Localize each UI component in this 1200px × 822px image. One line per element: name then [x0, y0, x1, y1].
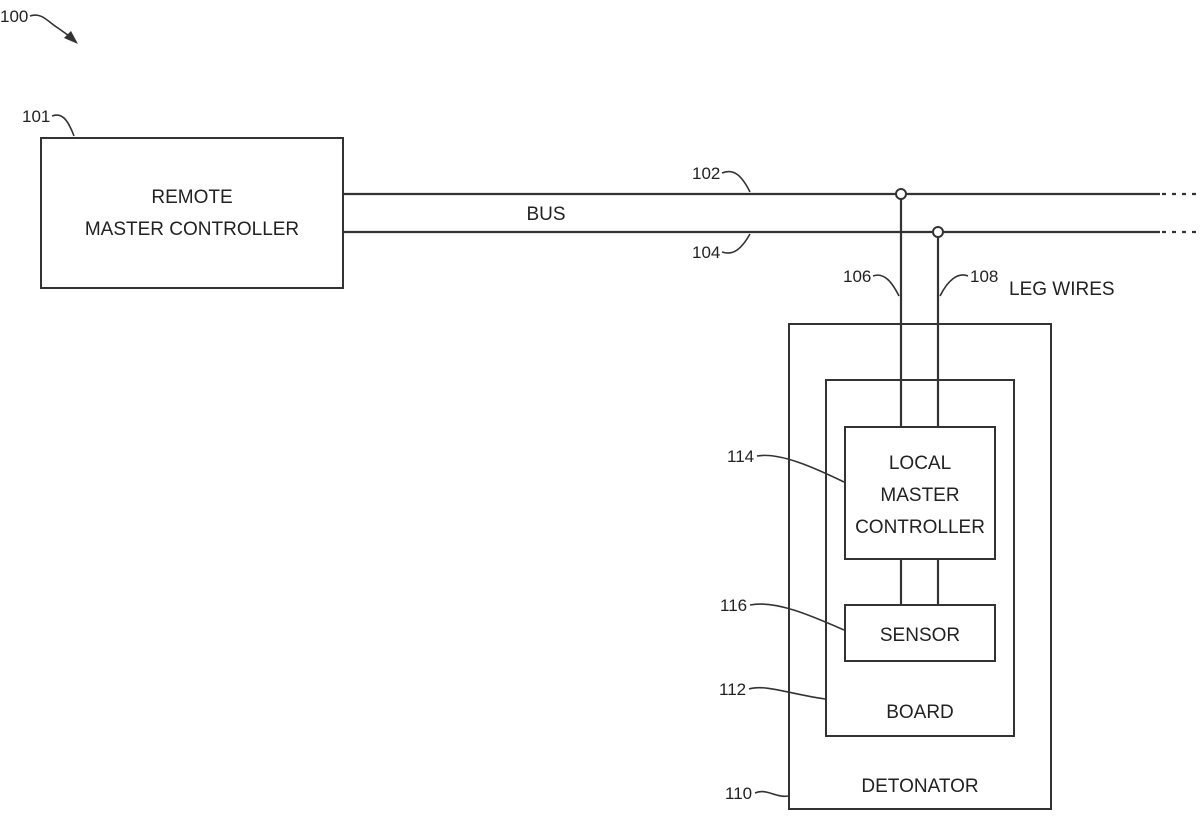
- sensor-ref-leader: [749, 603, 845, 631]
- leg-wire-a-ref-leader: [872, 274, 900, 297]
- bus-label: BUS: [526, 204, 565, 225]
- junction-node-lower: [932, 226, 944, 238]
- bus-line-upper-ref: 102: [692, 164, 720, 183]
- remote-controller-box: [40, 137, 344, 289]
- leg-wire-b-ref: 108: [970, 267, 998, 286]
- leg-wire-b-ref-leader: [939, 274, 969, 297]
- detonator-ref-leader: [754, 790, 789, 798]
- board-ref: 112: [719, 680, 746, 699]
- board-box: [825, 379, 1015, 737]
- sensor-group: SENSOR 116: [720, 596, 996, 662]
- local-controller-label-line3: CONTROLLER: [855, 517, 985, 538]
- figure-ref-arrow-line: [29, 14, 73, 39]
- local-controller-ref: 114: [727, 447, 754, 466]
- detonator-box: [788, 323, 1052, 810]
- board-label: BOARD: [886, 702, 954, 723]
- local-controller-label-line2: MASTER: [880, 485, 959, 506]
- bus-line-upper-ref-leader: [721, 170, 751, 193]
- board-group: BOARD 112: [719, 379, 1015, 737]
- leg-wire-a-ref: 106: [843, 267, 871, 286]
- bus-group: BUS 102 104: [343, 164, 1200, 262]
- detonator-group: DETONATOR 110: [725, 323, 1052, 810]
- local-controller-label-line1: LOCAL: [889, 453, 951, 474]
- detonator-label: DETONATOR: [861, 776, 978, 797]
- bus-line-lower-ref-leader: [721, 233, 751, 254]
- sensor-box: [844, 604, 996, 662]
- remote-controller-group: 101 REMOTE MASTER CONTROLLER: [22, 107, 344, 289]
- local-controller-ref-leader: [756, 454, 845, 483]
- remote-controller-label-line1: REMOTE: [151, 187, 232, 208]
- sensor-label: SENSOR: [880, 625, 960, 646]
- local-controller-group: LOCAL MASTER CONTROLLER 114: [727, 426, 996, 560]
- detonator-ref: 110: [725, 784, 752, 803]
- leg-wires-group: 106 108 LEG WIRES: [843, 188, 1115, 427]
- leg-wires-label: LEG WIRES: [1009, 279, 1115, 300]
- sensor-ref: 116: [720, 596, 747, 615]
- remote-controller-label-line2: MASTER CONTROLLER: [85, 219, 299, 240]
- remote-controller-ref-leader: [51, 114, 75, 137]
- remote-controller-ref: 101: [22, 107, 50, 126]
- board-ref-leader: [748, 686, 826, 700]
- junction-node-upper: [895, 188, 907, 200]
- figure-ref: 100: [0, 7, 28, 26]
- figure-ref-arrowhead: [64, 31, 78, 44]
- local-controller-box: [844, 426, 996, 560]
- figure-ref-group: 100: [0, 7, 78, 44]
- bus-line-lower-ref: 104: [692, 243, 720, 262]
